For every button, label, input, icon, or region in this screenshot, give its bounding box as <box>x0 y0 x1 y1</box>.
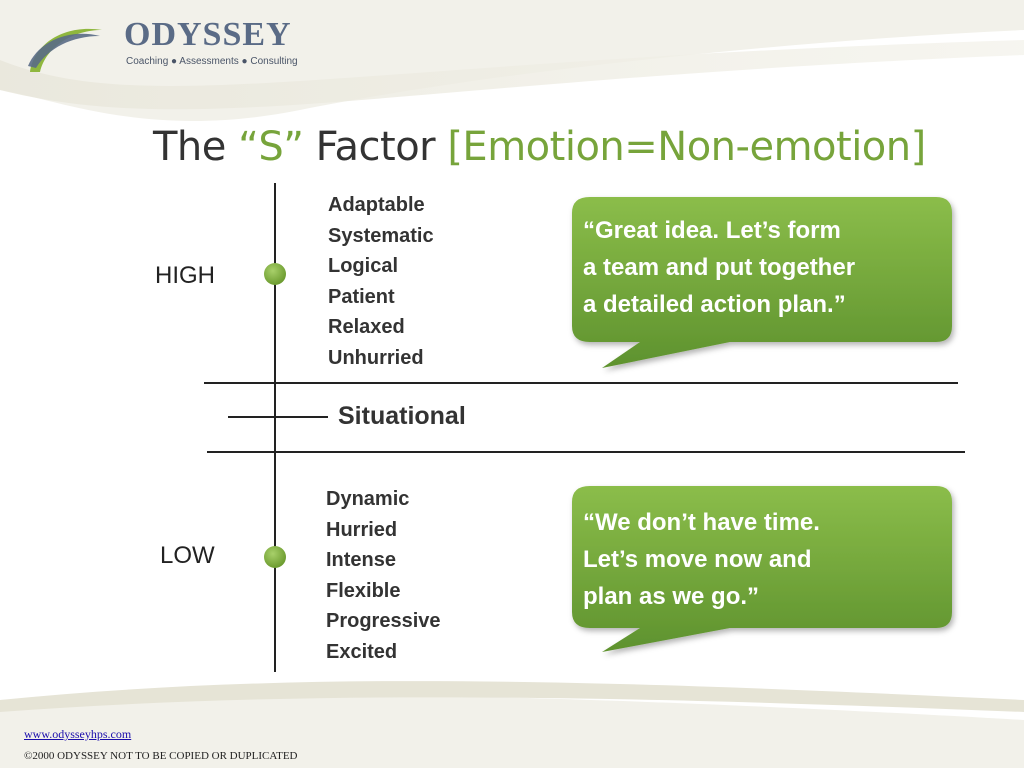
trait-item: Flexible <box>326 579 401 602</box>
trait-item: Intense <box>326 549 397 571</box>
trait-item: Progressive <box>326 610 441 632</box>
trait-item: Systematic <box>328 224 434 247</box>
trait-item: Unhurried <box>328 346 424 369</box>
logo-swoosh-icon <box>28 28 102 72</box>
trait-item: Relaxed <box>328 316 405 338</box>
divider-line-top <box>204 382 958 384</box>
situational-label: Situational <box>338 402 466 430</box>
trait-item: Dynamic <box>326 488 410 510</box>
title-s-factor: “S” <box>238 124 304 170</box>
quote-line: a detailed action plan.” <box>583 291 846 318</box>
logo-tagline: Coaching ● Assessments ● Consulting <box>126 56 298 67</box>
quote-line: “We don’t have time. <box>583 509 820 536</box>
website-link[interactable]: www.odysseyhps.com <box>24 727 132 741</box>
title-middle: Factor <box>303 124 448 170</box>
trait-item: Patient <box>328 285 395 308</box>
quote-line: “Great idea. Let’s form <box>583 217 841 244</box>
quote-line: Let’s move now and <box>583 546 812 573</box>
divider-line-bottom <box>207 451 965 453</box>
divider-line-situational <box>228 416 328 418</box>
logo-name: ODYSSEY <box>124 16 292 53</box>
quote-line: plan as we go.” <box>583 583 760 610</box>
low-quote: “We don’t have time. Let’s move now and … <box>583 504 820 615</box>
company-logo: ODYSSEY Coaching ● Assessments ● Consult… <box>24 14 298 78</box>
title-bracket: [Emotion=Non-emotion] <box>447 124 926 170</box>
trait-item: Hurried <box>326 518 398 541</box>
copyright-notice: ©2000 ODYSSEY NOT TO BE COPIED OR DUPLIC… <box>24 750 298 762</box>
low-traits-list: Dynamic Hurried Intense Flexible Progres… <box>326 484 441 667</box>
high-traits-list: Adaptable Systematic Logical Patient Rel… <box>328 190 434 373</box>
low-marker-dot <box>264 546 286 568</box>
high-label: HIGH <box>155 262 215 289</box>
quote-line: a team and put together <box>583 254 856 281</box>
title-prefix: The <box>153 124 239 170</box>
trait-item: Logical <box>328 255 399 277</box>
trait-item: Excited <box>326 640 398 663</box>
high-quote: “Great idea. Let’s form a team and put t… <box>583 212 855 323</box>
vertical-axis-line <box>274 183 276 672</box>
slide-title: The “S” Factor [Emotion=Non-emotion] <box>153 124 926 170</box>
high-marker-dot <box>264 263 286 285</box>
trait-item: Adaptable <box>328 194 425 216</box>
low-label: LOW <box>160 542 215 569</box>
